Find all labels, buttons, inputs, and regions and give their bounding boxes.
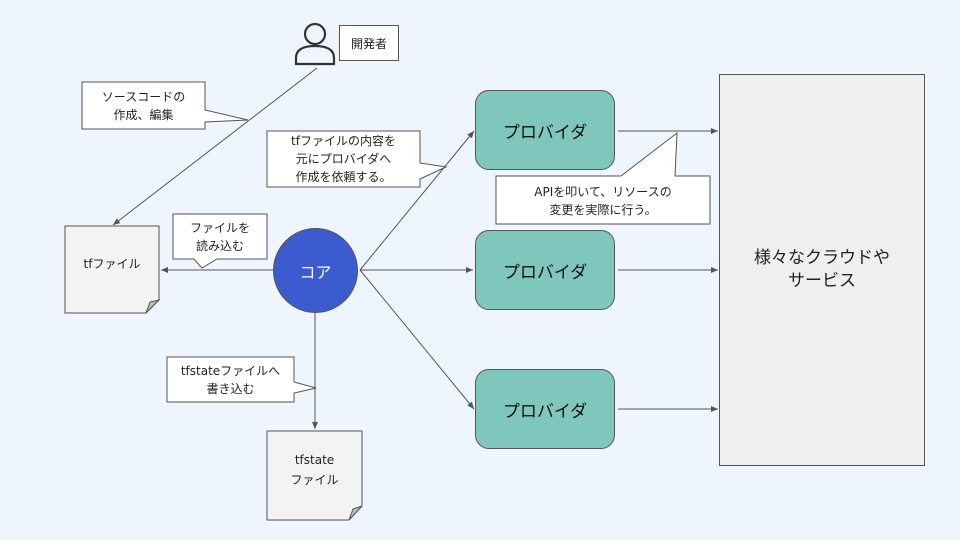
core-label: コア (299, 262, 332, 282)
services-node: 様々なクラウドや サービス (719, 74, 925, 466)
services-label: 様々なクラウドや サービス (754, 248, 890, 291)
callout-call-api: APIを叩いて、リソースの 変更を実際に行う。 (496, 177, 710, 224)
callout-edit-source: ソースコードの 作成、編集 (82, 82, 205, 129)
tfstate-file-label: tfstate ファイル (267, 431, 362, 509)
callout-request-provider: tfファイルの内容を 元にプロバイダへ 作成を依頼する。 (267, 131, 420, 187)
callout-edit-source-shape (81, 81, 249, 130)
callout-call-api-text: APIを叩いて、リソースの 変更を実際に行う。 (534, 184, 672, 217)
callout-call-api-shape (495, 131, 711, 225)
provider-node-1: プロバイダ (475, 90, 615, 170)
callout-write-tfstate: tfstateファイルへ 書き込む (167, 357, 294, 402)
callout-edit-source-text: ソースコードの 作成、編集 (101, 89, 186, 122)
provider-label: プロバイダ (502, 122, 588, 143)
developer-label: 開発者 (339, 25, 399, 61)
user-icon (294, 22, 336, 66)
core-provider-3-arrow (359, 269, 475, 410)
callout-write-tfstate-text: tfstateファイルへ 書き込む (180, 363, 281, 396)
tf-file-label-text: tfファイル (83, 257, 141, 271)
tf-file-document (64, 225, 161, 314)
core-provider-1-arrow (359, 130, 475, 271)
provider-label: プロバイダ (502, 401, 588, 422)
tf-file-label: tfファイル (65, 226, 159, 302)
tfstate-file-label-text: tfstate ファイル (290, 453, 339, 487)
callout-request-provider-text: tfファイルの内容を 元にプロバイダへ 作成を依頼する。 (291, 134, 396, 184)
callout-write-tfstate-shape (166, 356, 317, 403)
provider-label: プロバイダ (502, 262, 588, 283)
tfstate-file-document (266, 430, 363, 521)
developer-label-text: 開発者 (350, 36, 387, 51)
core-node: コア (273, 228, 358, 313)
edit-arrow (112, 67, 318, 226)
callout-request-provider-shape (266, 130, 448, 188)
callout-read-file-shape (172, 213, 268, 269)
callout-read-file: ファイルを 読み込む (173, 214, 267, 259)
provider-node-3: プロバイダ (475, 369, 615, 449)
callout-read-file-text: ファイルを 読み込む (189, 220, 250, 253)
provider-node-2: プロバイダ (475, 230, 615, 310)
